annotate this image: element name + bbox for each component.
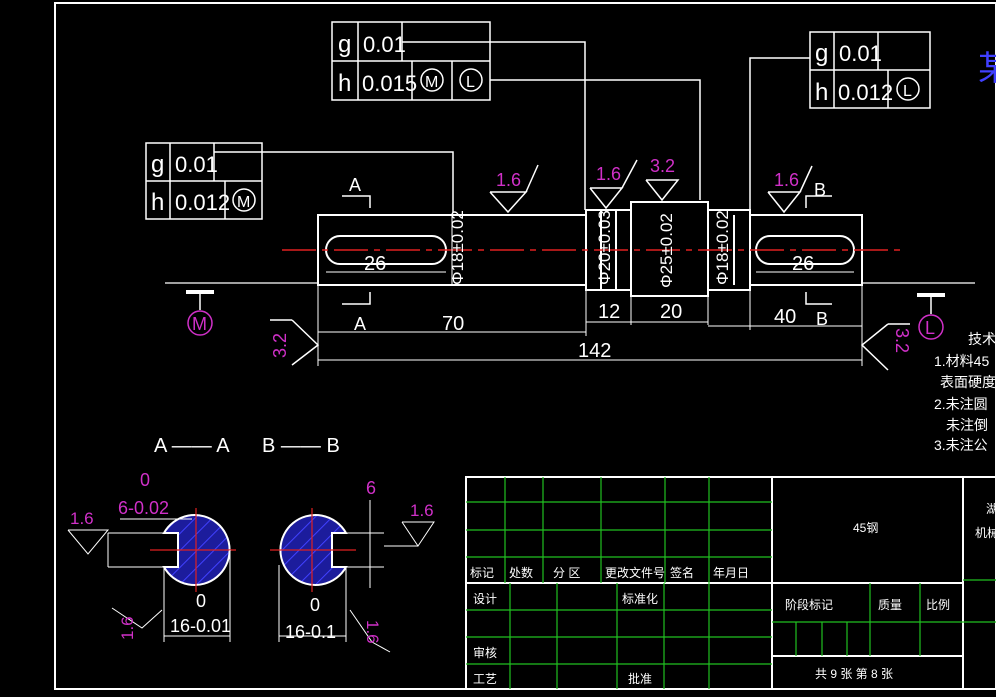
fcf-l-g-value: 0.01 [175, 152, 218, 177]
fcf-l-h-symbol: h [151, 189, 164, 216]
diameter-3: Φ25±0.02 [657, 213, 676, 288]
datum-l-label: L [925, 318, 935, 338]
fcf-tl-h-symbol: h [338, 70, 351, 97]
fcf-l-mod-m: M [237, 194, 250, 211]
section-b-dims [278, 500, 435, 653]
tb-header-change-doc: 更改文件号 [605, 565, 665, 580]
fcf-tl-mod-l: L [466, 74, 475, 91]
tb-approve: 批准 [628, 671, 652, 686]
section-a-width: 6-0.02 [118, 498, 169, 518]
section-b-ra-bottom: 1.6 [363, 620, 382, 644]
section-cut-marks [342, 195, 832, 305]
datum-l [917, 293, 945, 340]
section-b-ra-right: 1.6 [410, 501, 434, 520]
fcf-l-g-symbol: g [151, 151, 164, 178]
section-a-ra-bottom: 1.6 [118, 616, 137, 640]
datum-m [186, 290, 214, 336]
fcf-top-right [749, 31, 931, 212]
fcf-tr-g-symbol: g [815, 40, 828, 67]
section-title-b: B —— B [262, 435, 340, 457]
tb-standardize: 标准化 [622, 592, 658, 606]
section-a-depth-tol: 0 [196, 591, 206, 611]
fcf-l-h-value: 0.012 [175, 190, 230, 215]
tech-notes-line-4: 未注倒 [946, 417, 988, 433]
fcf-tr-h-value: 0.012 [838, 80, 893, 105]
fcf-tr-g-value: 0.01 [839, 41, 882, 66]
tb-material: 45钢 [853, 521, 878, 535]
fcf-tr-h-symbol: h [815, 79, 828, 106]
tb-design: 设计 [473, 592, 497, 606]
section-b-depth: 16-0.1 [285, 622, 336, 642]
roughness-r1: 1.6 [496, 170, 521, 190]
fcf-tr-mod-l: L [903, 83, 912, 100]
tb-sheets: 共 9 张 第 8 张 [815, 667, 893, 681]
roughness-symbols [270, 159, 910, 371]
section-a-width-tol: 0 [140, 470, 150, 490]
roughness-r3: 3.2 [650, 156, 675, 176]
diameter-4: Φ18±0.02 [713, 210, 732, 285]
tb-mass: 质量 [878, 598, 902, 612]
tech-notes-line-2: 表面硬度 [940, 374, 996, 390]
section-a-ra-left: 1.6 [70, 509, 94, 528]
section-a-dims [67, 518, 231, 642]
tb-header-count: 处数 [509, 565, 533, 580]
fcf-tl-g-symbol: g [338, 31, 351, 58]
fcf-tl-mod-m: M [425, 74, 438, 91]
tech-notes-line-1: 1.材料45 [934, 353, 989, 369]
dim-20: 20 [660, 301, 682, 323]
datum-m-label: M [192, 314, 207, 334]
section-b-depth-tol: 0 [310, 595, 320, 615]
roughness-right: 3.2 [892, 328, 912, 353]
diameter-2: Φ20±0.03 [595, 210, 614, 285]
tb-stage-mark: 阶段标记 [785, 597, 833, 612]
tb-header-date: 年月日 [713, 566, 749, 580]
dim-142: 142 [578, 340, 611, 362]
tb-header-zone: 分 区 [553, 566, 580, 580]
fcf-tl-g-value: 0.01 [363, 32, 406, 57]
fcf-top-left [331, 21, 701, 210]
length-dim-lines [317, 285, 863, 366]
tb-header-mark: 标记 [470, 566, 494, 580]
tb-header-signature: 签名 [670, 565, 694, 580]
fcf-tl-h-value: 0.015 [362, 71, 417, 96]
tb-org-2: 机械 [975, 525, 996, 540]
section-mark-b-bottom: B [816, 309, 828, 329]
dim-70: 70 [442, 313, 464, 335]
fcf-left [145, 142, 454, 220]
key-dim-left: 26 [364, 253, 386, 275]
tb-scale: 比例 [926, 598, 950, 612]
shaft-outline [317, 201, 863, 297]
section-a-depth: 16-0.01 [170, 616, 231, 636]
roughness-left: 3.2 [270, 333, 290, 358]
title-block-grid [465, 476, 996, 690]
tb-org-1: 湖 [986, 501, 996, 516]
section-mark-a-top: A [349, 175, 361, 195]
tb-review: 审核 [473, 645, 497, 660]
roughness-r4: 1.6 [774, 170, 799, 190]
tech-notes-line-3: 2.未注圆 [934, 396, 988, 412]
section-mark-a-bottom: A [354, 314, 366, 334]
tb-process: 工艺 [473, 672, 497, 686]
tech-notes-title: 技术 [968, 331, 996, 347]
dim-40: 40 [774, 306, 796, 328]
section-b-width: 6 [366, 478, 376, 498]
section-title-a: A —— A [154, 435, 230, 457]
key-dim-right: 26 [792, 253, 814, 275]
tech-notes-line-5: 3.未注公 [934, 437, 988, 453]
diameter-1: Φ18±0.02 [448, 210, 467, 285]
section-mark-b-top: B [814, 180, 826, 200]
dim-12: 12 [598, 301, 620, 323]
partial-title: 某 [978, 50, 996, 88]
roughness-r2: 1.6 [596, 164, 621, 184]
